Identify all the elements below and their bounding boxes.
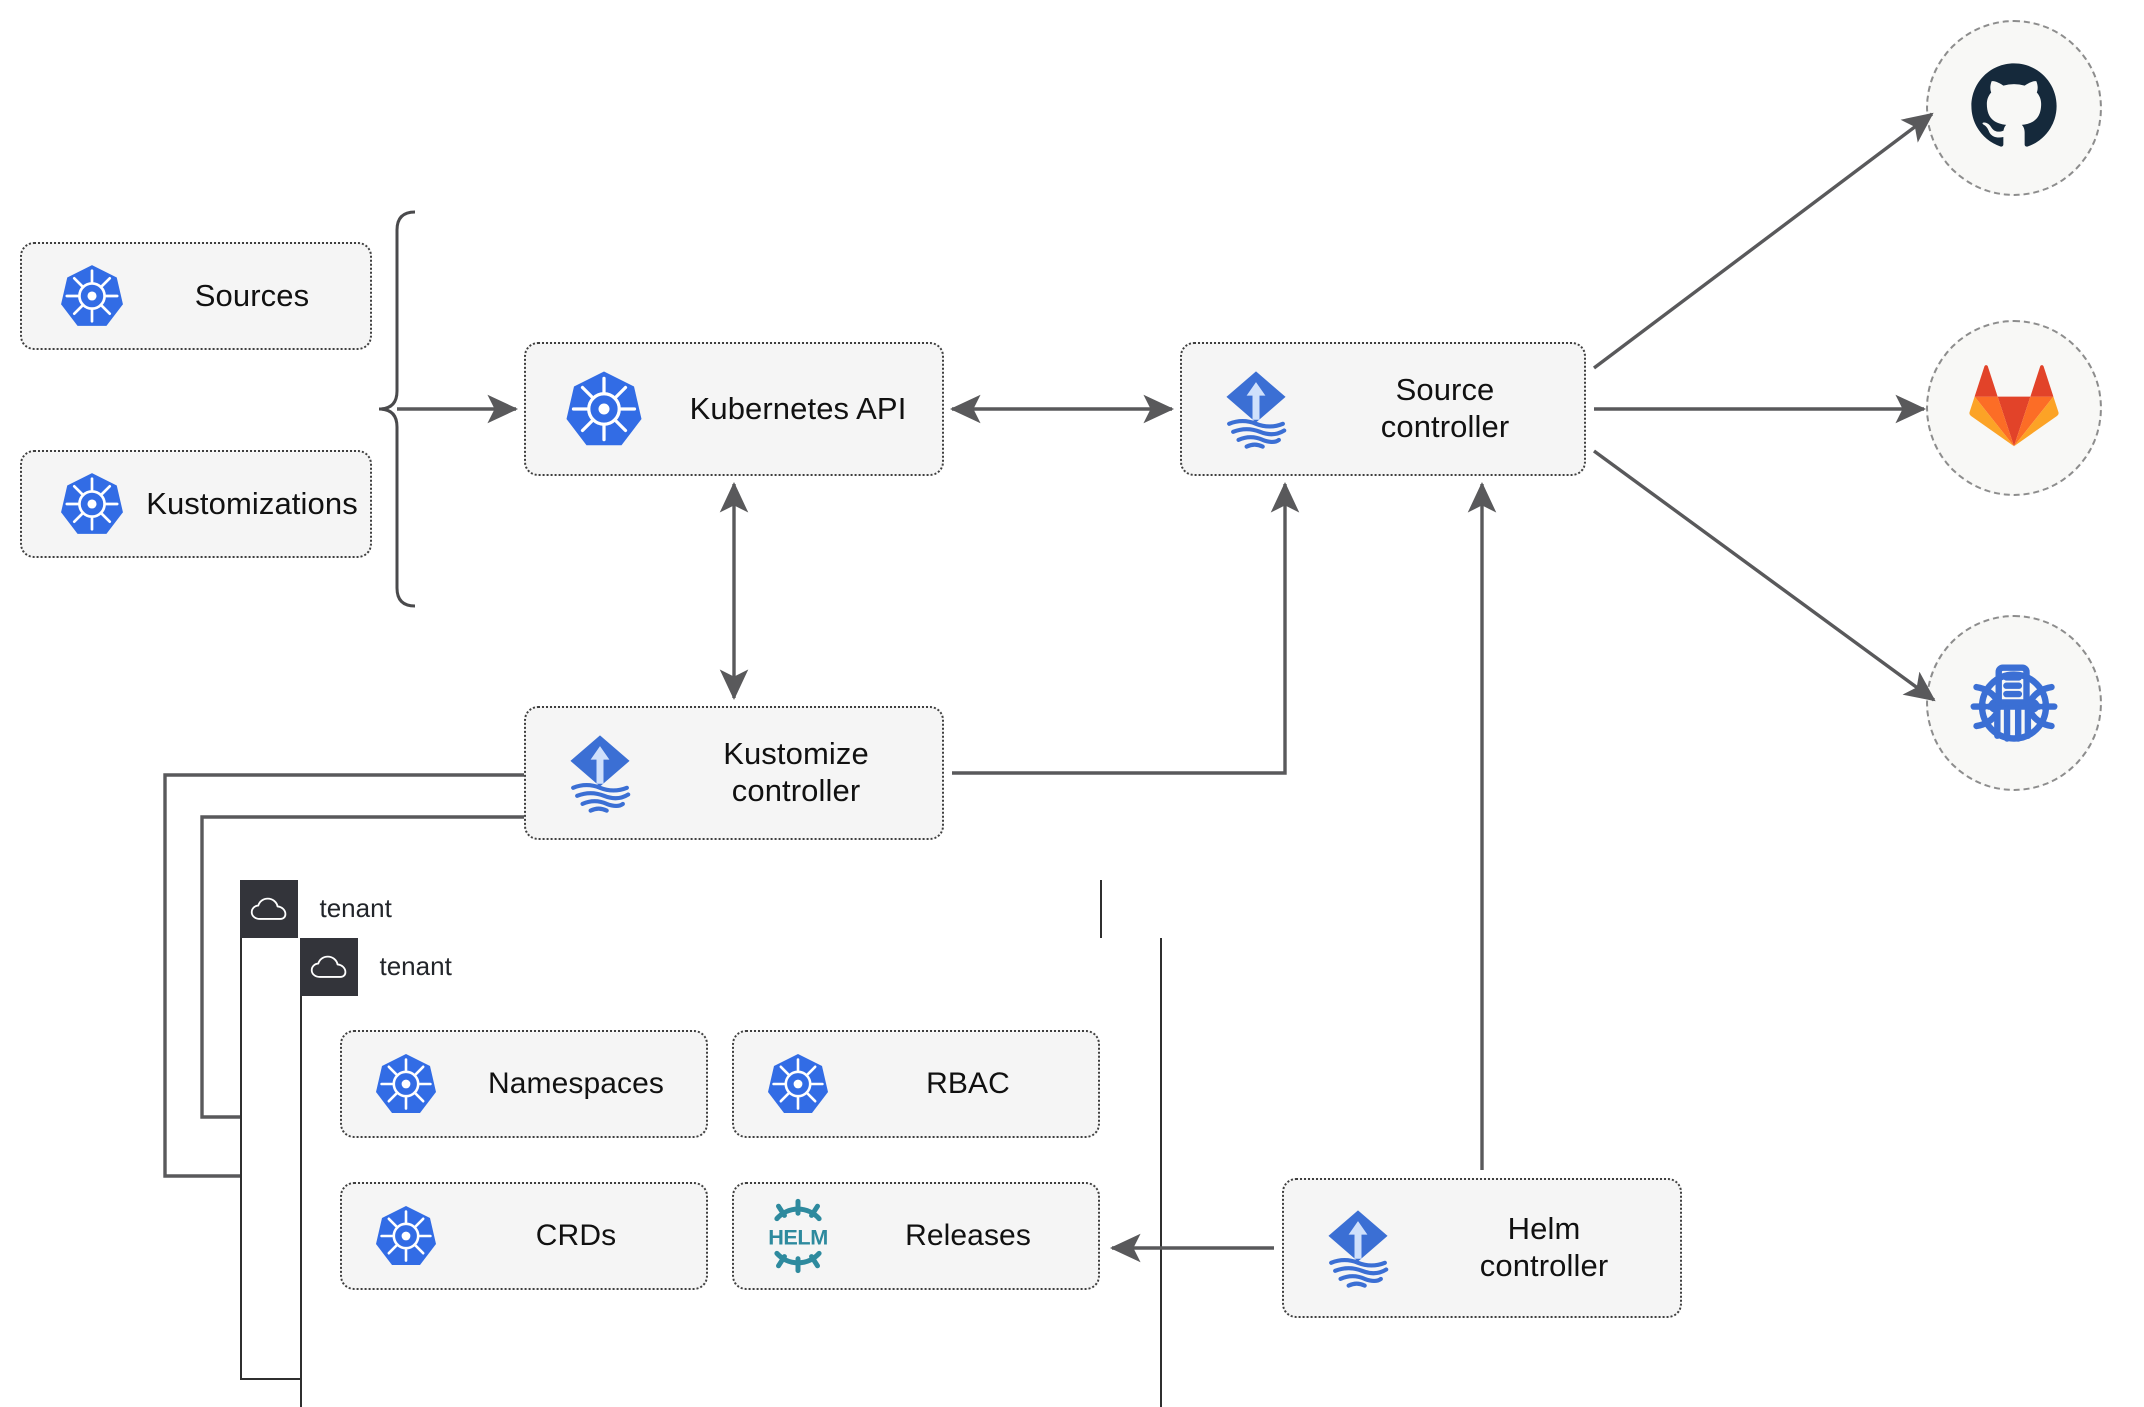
wire-source-controller-to-helm-repository: [1592, 449, 1936, 702]
node-crds[interactable]: CRDs: [340, 1182, 708, 1290]
flux-icon: [1200, 366, 1312, 452]
flux-icon: [544, 730, 656, 816]
helm-icon: HELM: [752, 1197, 844, 1275]
tenant-container-2[interactable]: tenant: [299, 937, 1162, 1407]
kubernetes-icon: [360, 1052, 452, 1116]
cloud-icon: [300, 938, 358, 996]
node-kustomize-controller-label: Kustomize controller: [723, 736, 869, 808]
tenant-2-header: tenant: [299, 937, 1162, 996]
kubernetes-icon: [548, 369, 660, 449]
node-releases-label: Releases: [905, 1219, 1031, 1253]
node-kustomize-controller[interactable]: Kustomize controller: [524, 706, 944, 840]
node-source-controller-label: Source controller: [1380, 372, 1510, 444]
node-kustomizations[interactable]: Kustomizations: [20, 450, 372, 558]
wire-kustomize-to-source-controller: [952, 481, 1300, 775]
kubernetes-icon: [360, 1204, 452, 1268]
node-crds-label: CRDs: [535, 1219, 617, 1253]
kubernetes-icon: [44, 263, 140, 329]
kubernetes-icon: [752, 1052, 844, 1116]
repo-gitlab[interactable]: [1926, 320, 2102, 496]
node-sources[interactable]: Sources: [20, 242, 372, 350]
github-icon: [1966, 58, 2062, 159]
tenant-1-label: tenant: [297, 879, 1102, 938]
node-helm-controller-label: Helm controller: [1479, 1211, 1609, 1283]
node-helm-controller[interactable]: Helm controller: [1282, 1178, 1682, 1318]
bracket-sources-group: [378, 210, 416, 608]
wire-source-controller-to-github: [1592, 112, 1934, 370]
node-kubernetes-api-label: Kubernetes API: [689, 390, 907, 426]
node-releases[interactable]: HELM Releases: [732, 1182, 1100, 1290]
node-kubernetes-api[interactable]: Kubernetes API: [524, 342, 944, 476]
repo-github[interactable]: [1926, 20, 2102, 196]
node-rbac[interactable]: RBAC: [732, 1030, 1100, 1138]
node-namespaces[interactable]: Namespaces: [340, 1030, 708, 1138]
repo-helm-repository[interactable]: [1926, 615, 2102, 791]
gitlab-icon: [1969, 363, 2059, 454]
flux-icon: [1302, 1205, 1414, 1291]
node-sources-label: Sources: [194, 277, 310, 313]
svg-text:HELM: HELM: [768, 1225, 828, 1250]
tenant-1-header: tenant: [239, 879, 1102, 938]
node-namespaces-label: Namespaces: [487, 1067, 665, 1101]
node-rbac-label: RBAC: [926, 1067, 1010, 1101]
helm-repository-icon: [1964, 651, 2064, 756]
cloud-icon: [240, 880, 298, 938]
node-kustomizations-label: Kustomizations: [146, 485, 358, 521]
tenant-2-label: tenant: [357, 937, 1162, 996]
kubernetes-icon: [44, 471, 140, 537]
node-source-controller[interactable]: Source controller: [1180, 342, 1586, 476]
